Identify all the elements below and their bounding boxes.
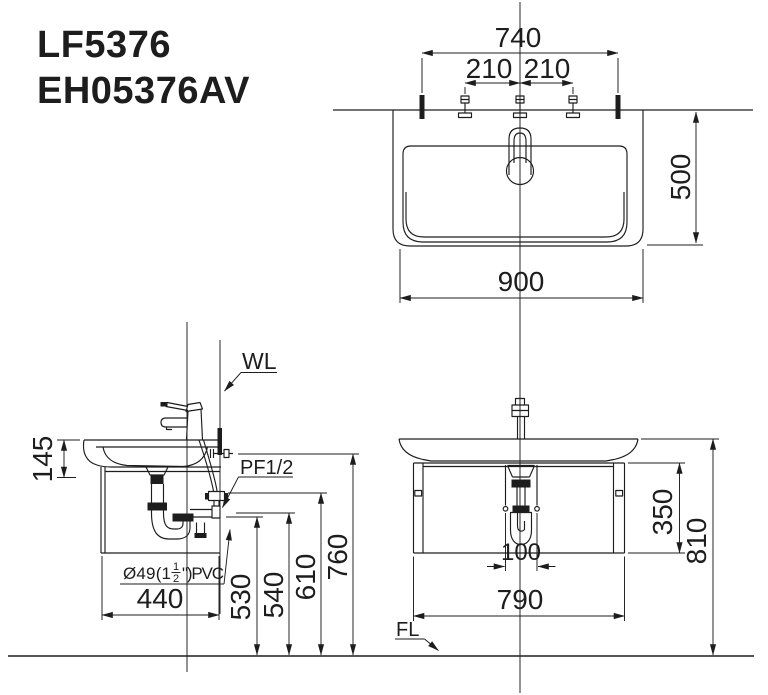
model-number-basin: LF5376 — [37, 24, 171, 66]
pvc-label-prefix: Ø49(1 — [123, 564, 171, 583]
dim-740-extension-lines — [421, 58, 619, 93]
faucet-lever-tip — [160, 402, 168, 407]
sink-section-side — [82, 439, 221, 484]
dim-760-text: 760 — [322, 534, 353, 581]
dim-610-text: 610 — [290, 554, 321, 601]
label-wall-line: WL — [224, 348, 277, 392]
dim-waste-height-540: 540 — [236, 512, 295, 656]
cabinet-front — [412, 462, 626, 554]
pvc-leader — [223, 528, 232, 585]
dim-overall-width-900: 900 — [399, 249, 644, 303]
dim-350-text: 350 — [647, 489, 678, 536]
dim-145-text: 145 — [27, 436, 58, 483]
faucet-side — [160, 401, 204, 441]
pvc-fraction-numerator: 1 — [173, 561, 179, 573]
dim-cabinet-height-350: 350 — [628, 462, 685, 554]
dim-900-extension-lines — [399, 249, 644, 303]
dim-790-extension-lines — [413, 556, 625, 621]
faucet-front — [511, 397, 530, 439]
drain-couplings-front — [511, 479, 531, 513]
dim-bolt-span-740: 740 — [421, 22, 619, 93]
sink-front — [398, 438, 639, 462]
cabinet-hinges — [414, 489, 624, 497]
dim-350-extension-lines — [628, 462, 685, 554]
dim-cabinet-width-790: 790 — [412, 556, 626, 621]
label-supply: PF1/2 — [222, 457, 293, 508]
mounting-screws — [457, 95, 581, 119]
title-block: LF5376 EH05376AV — [37, 24, 250, 112]
side-view: 145 WL PF1/2 Ø49(1 1 2 ")PVC 440 — [27, 340, 359, 656]
sink-outline-plan — [392, 110, 644, 247]
wall-line-label: WL — [242, 348, 277, 374]
sink-profile-side — [82, 439, 221, 476]
p-trap-pipes — [150, 484, 212, 540]
dim-900-text: 900 — [498, 266, 545, 297]
dim-100-text: 100 — [501, 539, 541, 566]
plan-view: 740 210 210 500 900 — [333, 22, 753, 303]
faucet-body-side — [160, 401, 204, 441]
dim-overall-height-810: 810 — [641, 438, 719, 656]
cabinet-side — [100, 467, 220, 554]
supply-hose-side — [198, 439, 218, 492]
dim-540-text: 540 — [258, 572, 289, 619]
label-floor-line: FL — [395, 619, 439, 651]
fl-leader — [424, 638, 439, 651]
dim-depth-500: 500 — [647, 111, 703, 246]
dim-440-extension-lines — [101, 556, 220, 620]
dim-500-text: 500 — [665, 154, 696, 201]
dim-530-text: 530 — [225, 574, 256, 621]
pvc-label-suffix: ")PVC — [182, 564, 224, 583]
dim-210-right-text: 210 — [524, 53, 571, 84]
dim-440-text: 440 — [137, 583, 184, 614]
label-drain-pipe: Ø49(1 1 2 ")PVC — [120, 528, 232, 585]
dim-740-text: 740 — [495, 22, 542, 53]
dim-hole-spacing-210: 210 210 — [464, 53, 574, 94]
drain-front — [506, 464, 536, 546]
dim-supply-height-610: 610 — [228, 492, 327, 656]
dim-trap-height-530: 530 — [225, 516, 263, 656]
front-view: 100 790 350 810 FL — [395, 397, 719, 656]
hose-lines-front — [504, 465, 538, 506]
floor-line-label: FL — [396, 619, 419, 641]
dim-145-extension-lines — [57, 439, 80, 478]
dim-790-text: 790 — [497, 584, 544, 615]
supply-hoses-front — [502, 465, 540, 512]
dim-210-extension-lines — [464, 87, 574, 94]
p-trap-nuts — [147, 502, 207, 538]
dim-100-extension-lines — [505, 513, 538, 571]
hose-end-left — [502, 505, 509, 512]
dim-cabinet-depth-440: 440 — [101, 556, 220, 620]
dim-210-left-text: 210 — [466, 53, 513, 84]
dim-rim-thickness-145: 145 — [27, 436, 80, 483]
dim-rim-height-760: 760 — [238, 453, 359, 656]
model-number-cabinet: EH05376AV — [37, 70, 250, 112]
pf-leader — [222, 476, 239, 508]
mounting-screw-side — [209, 448, 233, 459]
drain-tailpiece-top — [150, 475, 164, 484]
p-trap — [147, 484, 212, 540]
supply-fitting — [205, 490, 228, 519]
hose-end-right — [534, 505, 540, 512]
dim-drain-offset-100: 100 — [487, 513, 556, 571]
faucet-spout-plan — [508, 127, 532, 175]
supply-label: PF1/2 — [240, 457, 293, 479]
faucet-base-plan — [505, 156, 535, 186]
basin-rim-plan — [402, 145, 628, 243]
drain-trap-front — [506, 464, 536, 546]
wl-leader — [224, 372, 242, 392]
pvc-fraction-denominator: 2 — [173, 573, 179, 585]
supply-tee-nuts — [205, 493, 228, 500]
supply-tee-outline — [207, 490, 226, 519]
dim-810-text: 810 — [681, 518, 712, 565]
wall-anchor-bar — [217, 428, 222, 455]
